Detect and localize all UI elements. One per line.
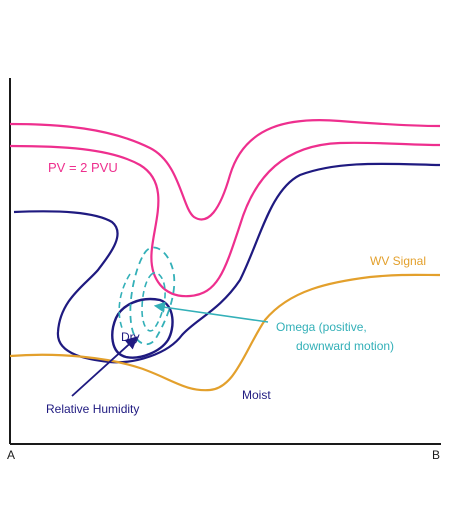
- pv-contour-lower: [9, 141, 441, 298]
- omega-contour-inner: [141, 272, 166, 332]
- humidity-contour-inner: [111, 297, 174, 359]
- omega-contour-outer: [129, 246, 176, 346]
- dry-label: Dry: [121, 330, 140, 344]
- pv-label: PV = 2 PVU: [48, 160, 118, 175]
- relative-humidity-label: Relative Humidity: [46, 402, 139, 416]
- relative-humidity-arrow: [71, 336, 138, 397]
- axis-start-label: A: [7, 448, 15, 462]
- moist-label: Moist: [242, 388, 271, 402]
- omega-label-line1: Omega (positive,: [276, 320, 367, 334]
- wv-signal-label: WV Signal: [370, 254, 426, 268]
- wv-signal-curve: [9, 273, 441, 392]
- omega-contour-left: [118, 273, 131, 329]
- axis-end-label: B: [432, 448, 440, 462]
- pv-contour-upper: [9, 119, 441, 221]
- omega-arrow: [153, 301, 269, 323]
- omega-label-line2: downward motion): [296, 339, 394, 353]
